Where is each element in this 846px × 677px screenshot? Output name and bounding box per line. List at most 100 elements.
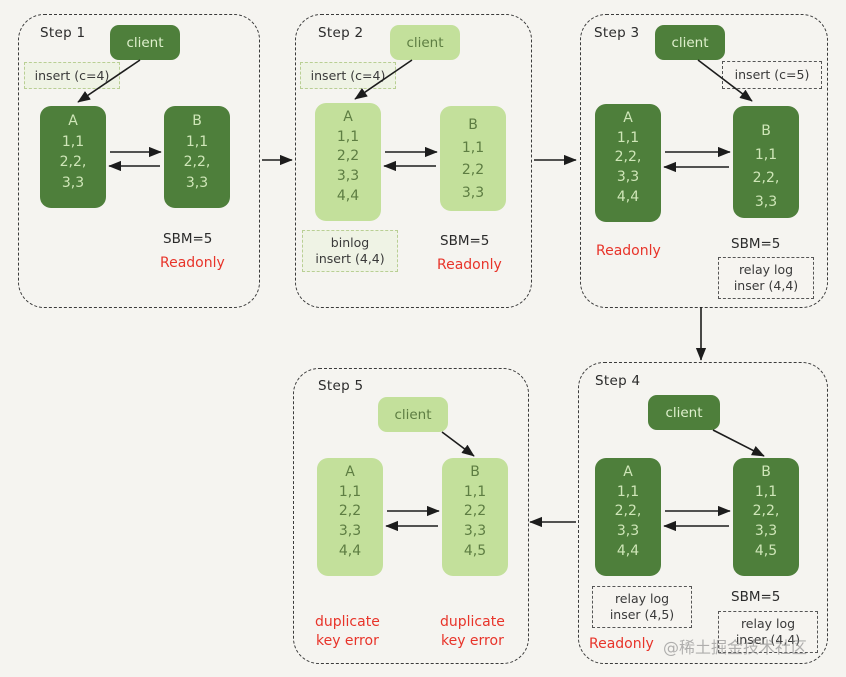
insert-tag-step-3: insert (c=5): [722, 61, 822, 89]
relay-log-line-1: relay log: [740, 616, 796, 632]
client-box-step-3[interactable]: client: [655, 25, 725, 60]
node-row: 4,4: [616, 188, 640, 205]
node-row: 2,2,: [752, 503, 780, 520]
error-line-1: duplicate: [440, 614, 505, 630]
client-box-step-2[interactable]: client: [390, 25, 460, 60]
error-label-b-step-5: duplicate key error: [440, 613, 505, 651]
relay-log-line-1: relay log: [738, 262, 794, 278]
node-row: 4,4: [336, 187, 360, 204]
db-node-b-step-4: B 1,1 2,2, 3,3 4,5: [733, 458, 799, 576]
node-row: 2,2: [338, 503, 362, 520]
error-label-a-step-5: duplicate key error: [315, 613, 380, 651]
node-row: B: [192, 113, 202, 129]
readonly-label-step-3: Readonly: [596, 243, 661, 259]
panel-title-step-4: Step 4: [595, 373, 641, 389]
readonly-label-step-1: Readonly: [160, 255, 225, 271]
node-row: A: [623, 110, 633, 126]
node-row: 3,3: [338, 523, 362, 540]
sbm-label-step-4: SBM=5: [731, 589, 781, 605]
node-row: A: [343, 109, 353, 125]
node-row: 4,5: [754, 542, 778, 559]
client-box-step-1[interactable]: client: [110, 25, 180, 60]
relay-log-line-1: relay log: [614, 591, 670, 607]
node-row: A: [623, 464, 633, 480]
node-row: 1,1: [461, 139, 485, 156]
node-row: A: [68, 113, 78, 129]
node-row: 2,2,: [614, 503, 642, 520]
node-row: B: [761, 464, 771, 480]
panel-step-5: [293, 368, 529, 664]
node-row: 1,1: [754, 146, 778, 163]
node-row: 4,4: [616, 542, 640, 559]
sbm-label-step-1: SBM=5: [163, 231, 213, 247]
relay-log-tag-a-step-4: relay log inser (4,5): [592, 586, 692, 628]
watermark: @稀土掘金技术社区: [663, 638, 808, 657]
relay-log-line-2: inser (4,5): [609, 607, 675, 622]
node-row: 3,3: [461, 185, 485, 202]
relay-log-line-2: inser (4,4): [735, 632, 801, 647]
node-row: B: [470, 464, 480, 480]
binlog-line-1: binlog: [330, 235, 370, 251]
node-row: 3,3: [336, 168, 360, 185]
insert-tag-step-2: insert (c=4): [300, 62, 396, 89]
node-row: 1,1: [616, 129, 640, 146]
node-row: 2,2: [461, 162, 485, 179]
node-row: 1,1: [61, 133, 85, 150]
panel-title-step-2: Step 2: [318, 25, 364, 41]
node-row: 2,2,: [183, 154, 211, 171]
node-row: 2,2: [463, 503, 487, 520]
panel-step-2: [295, 14, 532, 308]
binlog-tag-step-2: binlog insert (4,4): [302, 230, 398, 272]
node-row: 3,3: [463, 523, 487, 540]
db-node-b-step-2: B 1,1 2,2 3,3: [440, 106, 506, 211]
db-node-a-step-4: A 1,1 2,2, 3,3 4,4: [595, 458, 661, 576]
node-row: B: [468, 117, 478, 133]
db-node-b-step-1: B 1,1 2,2, 3,3: [164, 106, 230, 208]
panel-step-4: [578, 362, 828, 664]
insert-tag-step-1: insert (c=4): [24, 62, 120, 89]
panel-title-step-5: Step 5: [318, 378, 364, 394]
node-row: 1,1: [336, 128, 360, 145]
node-row: 3,3: [616, 169, 640, 186]
node-row: B: [761, 123, 771, 139]
relay-log-tag-b-step-4: relay log inser (4,4): [718, 611, 818, 653]
relay-log-line-2: inser (4,4): [733, 278, 799, 293]
readonly-label-step-4: Readonly: [589, 636, 654, 652]
node-row: 3,3: [61, 175, 85, 192]
node-row: 2,2,: [59, 154, 87, 171]
panel-title-step-3: Step 3: [594, 25, 640, 41]
node-row: 1,1: [754, 483, 778, 500]
node-row: 2,2: [336, 148, 360, 165]
db-node-a-step-3: A 1,1 2,2, 3,3 4,4: [595, 104, 661, 222]
node-row: 3,3: [616, 523, 640, 540]
error-line-2: key error: [440, 632, 504, 649]
client-box-step-5[interactable]: client: [378, 397, 448, 432]
client-box-step-4[interactable]: client: [648, 395, 720, 430]
node-row: 4,5: [463, 542, 487, 559]
db-node-b-step-3: B 1,1 2,2, 3,3: [733, 106, 799, 218]
node-row: 1,1: [463, 483, 487, 500]
error-line-2: key error: [315, 632, 379, 649]
panel-title-step-1: Step 1: [40, 25, 86, 41]
node-row: 1,1: [185, 133, 209, 150]
node-row: A: [345, 464, 355, 480]
db-node-a-step-1: A 1,1 2,2, 3,3: [40, 106, 106, 208]
relay-log-tag-step-3: relay log inser (4,4): [718, 257, 814, 299]
db-node-a-step-5: A 1,1 2,2 3,3 4,4: [317, 458, 383, 576]
binlog-line-2: insert (4,4): [315, 251, 385, 266]
node-row: 3,3: [754, 194, 778, 211]
node-row: 1,1: [616, 483, 640, 500]
node-row: 3,3: [754, 523, 778, 540]
node-row: 2,2,: [752, 170, 780, 187]
node-row: 4,4: [338, 542, 362, 559]
panel-step-3: [580, 14, 828, 308]
sbm-label-step-3: SBM=5: [731, 236, 781, 252]
node-row: 3,3: [185, 175, 209, 192]
db-node-a-step-2: A 1,1 2,2 3,3 4,4: [315, 103, 381, 221]
db-node-b-step-5: B 1,1 2,2 3,3 4,5: [442, 458, 508, 576]
sbm-label-step-2: SBM=5: [440, 233, 490, 249]
readonly-label-step-2: Readonly: [437, 257, 502, 273]
panel-step-1: [18, 14, 260, 308]
node-row: 1,1: [338, 483, 362, 500]
